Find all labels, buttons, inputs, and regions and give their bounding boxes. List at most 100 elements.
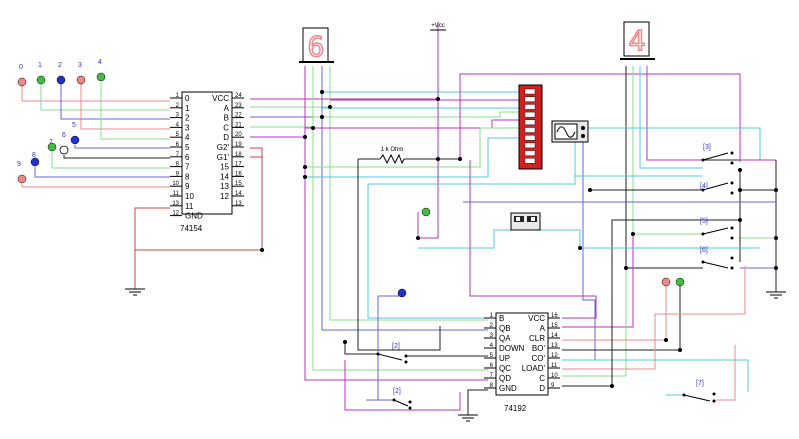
probe-green-right[interactable]: [675, 277, 685, 287]
junction-dot: [458, 157, 462, 161]
bargraph-segment: [524, 134, 536, 141]
chip-pin-label: G2': [217, 143, 230, 152]
chip-body: [495, 312, 549, 396]
switch-label-4: [4]: [700, 183, 708, 190]
bargraph-segment: [524, 119, 536, 126]
wire-bar-6: [305, 127, 520, 168]
wire-gnd-bus: [135, 147, 263, 251]
chip-pin-label: UP: [499, 354, 510, 363]
wire-res-up: [459, 73, 741, 162]
probe-7[interactable]: [47, 142, 57, 152]
probe-blue-mid[interactable]: [397, 288, 407, 298]
probe-5[interactable]: [70, 135, 80, 145]
chip-pin-label: VCC: [528, 314, 545, 323]
switch-contact: [712, 399, 716, 403]
seven-segment-left: 6: [299, 27, 334, 64]
chip-pin-label: 9: [185, 182, 190, 191]
switch-label-5: [5]: [700, 218, 708, 225]
wire-74154-a: [250, 66, 331, 108]
wire-gnd-74154: [134, 207, 170, 289]
wire-disp4-leg4: [646, 66, 703, 161]
switch-6[interactable]: [6]: [700, 247, 734, 270]
dip-toggle-state: [516, 217, 520, 221]
junction-dot: [738, 218, 742, 222]
switch-4[interactable]: [4]: [700, 181, 734, 195]
probe-6[interactable]: [59, 145, 69, 155]
chip-pin-number: 22: [235, 113, 242, 119]
switch-contact: [730, 236, 734, 240]
resistor-zigzag: [379, 153, 405, 165]
chip-pin-label: 8: [185, 172, 190, 181]
chip-pin-number: 1: [490, 313, 494, 319]
chip-pin-label: CO': [531, 354, 545, 363]
switch-contact: [392, 398, 396, 402]
bargraph-segment: [524, 158, 536, 164]
chip-pin-number: 17: [235, 162, 242, 168]
probe-0[interactable]: [17, 77, 27, 87]
chip-pin-label: LOAD': [522, 364, 546, 373]
oscilloscope[interactable]: [551, 120, 589, 143]
bargraph-segment: [524, 111, 536, 118]
switch-contact: [701, 232, 705, 236]
chip-pin-label: B: [499, 314, 504, 323]
chip-pin-number: 18: [235, 152, 242, 158]
chip-pin-label: 7: [185, 163, 190, 172]
switch-label-2b: [2]: [393, 388, 401, 395]
probe-2[interactable]: [56, 75, 66, 85]
chip-pin-number: 24: [235, 93, 242, 99]
wire-sw7-out: [716, 345, 736, 401]
switch-2b[interactable]: [2]: [392, 388, 412, 410]
probe-label-0: 0: [19, 64, 23, 71]
bargraph-body: [518, 84, 543, 170]
bargraph-segment: [524, 142, 536, 149]
wire-scope-1: [367, 140, 576, 319]
scope-knob: [581, 126, 585, 130]
probe-label-6: 6: [62, 132, 66, 139]
wire-74192-co: [562, 359, 749, 392]
chip-pin-label: B: [224, 114, 229, 123]
switch-label-7: [7]: [696, 380, 704, 387]
chip-pin-number: 21: [235, 122, 242, 128]
probe-4[interactable]: [96, 72, 106, 82]
switch-5[interactable]: [5]: [700, 218, 734, 240]
switch-7[interactable]: [7]: [682, 380, 716, 403]
chip-name: 74192: [504, 404, 527, 413]
wire-74192-vcc: [469, 160, 597, 319]
probe-green-mid[interactable]: [421, 207, 431, 217]
chip-pin-number: 14: [235, 191, 242, 197]
chip-pin-label: 5: [185, 143, 190, 152]
probe-8[interactable]: [30, 157, 40, 167]
input-probes: 0 1 2 3 4 5 6 7 8 9: [17, 59, 685, 298]
chip-pin-label: A: [224, 104, 230, 113]
switches: [3] [4] [5] [6] [2]: [376, 144, 734, 410]
probe-9[interactable]: [17, 174, 27, 184]
chip-pin-number: 12: [551, 353, 558, 359]
switch-lever: [393, 399, 409, 407]
chip-pin-label: A: [540, 324, 546, 333]
dip-switch[interactable]: [510, 212, 541, 231]
switch-3[interactable]: [3]: [701, 144, 734, 165]
chip-pin-label: D: [223, 133, 229, 142]
bargraph-segment: [524, 150, 536, 156]
probe-3[interactable]: [76, 75, 86, 85]
wire-disp4-leg2: [632, 66, 703, 235]
wire-74192-load: [562, 266, 746, 370]
wire-input-4: [100, 82, 170, 140]
probe-1[interactable]: [36, 75, 46, 85]
chip-pin-number: 14: [551, 333, 558, 339]
chip-pin-label: 2: [185, 114, 190, 123]
wire-74154-vcc: [250, 22, 439, 100]
resistor[interactable]: 1 k Ohm: [379, 147, 405, 165]
switch-lever: [683, 394, 711, 402]
probe-red-right[interactable]: [661, 277, 671, 287]
wire-input-1: [40, 84, 170, 111]
chip-pin-label: 12: [220, 192, 229, 201]
junction-dot: [678, 348, 682, 352]
chip-pin-label: 1: [185, 104, 190, 113]
switch-2a[interactable]: [2]: [376, 343, 408, 364]
wire-74154-c: [250, 66, 314, 128]
switch-contact: [730, 266, 734, 270]
led-bargraph[interactable]: [518, 84, 543, 170]
